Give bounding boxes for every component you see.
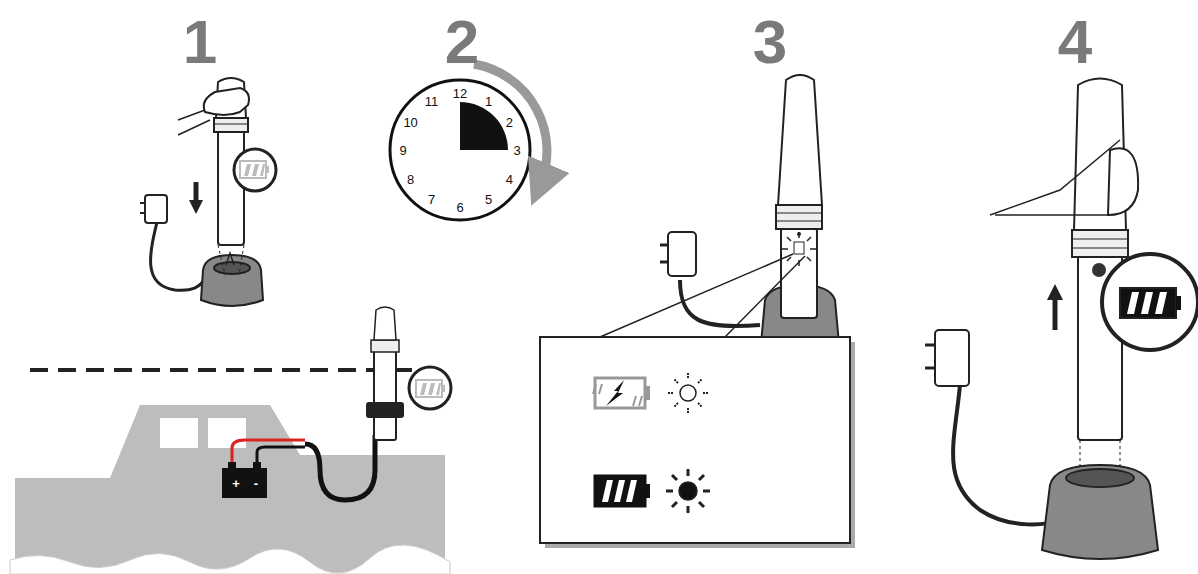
battery-terminal: - bbox=[254, 477, 258, 490]
step-number: 4 bbox=[1058, 11, 1092, 73]
step-number: 1 bbox=[183, 11, 217, 73]
clock-number: 7 bbox=[428, 193, 435, 206]
clock-number: 3 bbox=[513, 144, 520, 157]
battery-terminal: + bbox=[232, 477, 240, 490]
step4-remove bbox=[925, 79, 1198, 560]
clock-number: 2 bbox=[506, 115, 513, 128]
clock-number: 10 bbox=[403, 115, 417, 128]
clock-number: 6 bbox=[456, 201, 463, 214]
clock-number: 8 bbox=[407, 172, 414, 185]
divider bbox=[30, 368, 420, 372]
clock-number: 5 bbox=[485, 193, 492, 206]
clock-number: 4 bbox=[506, 172, 513, 185]
clock-number: 11 bbox=[425, 94, 439, 107]
clock-number: 12 bbox=[453, 87, 467, 100]
clock-number: 9 bbox=[399, 144, 406, 157]
boat bbox=[10, 307, 451, 574]
step-number: 3 bbox=[753, 11, 787, 73]
step1-charge bbox=[140, 78, 276, 306]
clock bbox=[390, 64, 547, 220]
step3-charging bbox=[540, 75, 855, 548]
clock-number: 1 bbox=[485, 94, 492, 107]
step-number: 2 bbox=[445, 11, 479, 73]
